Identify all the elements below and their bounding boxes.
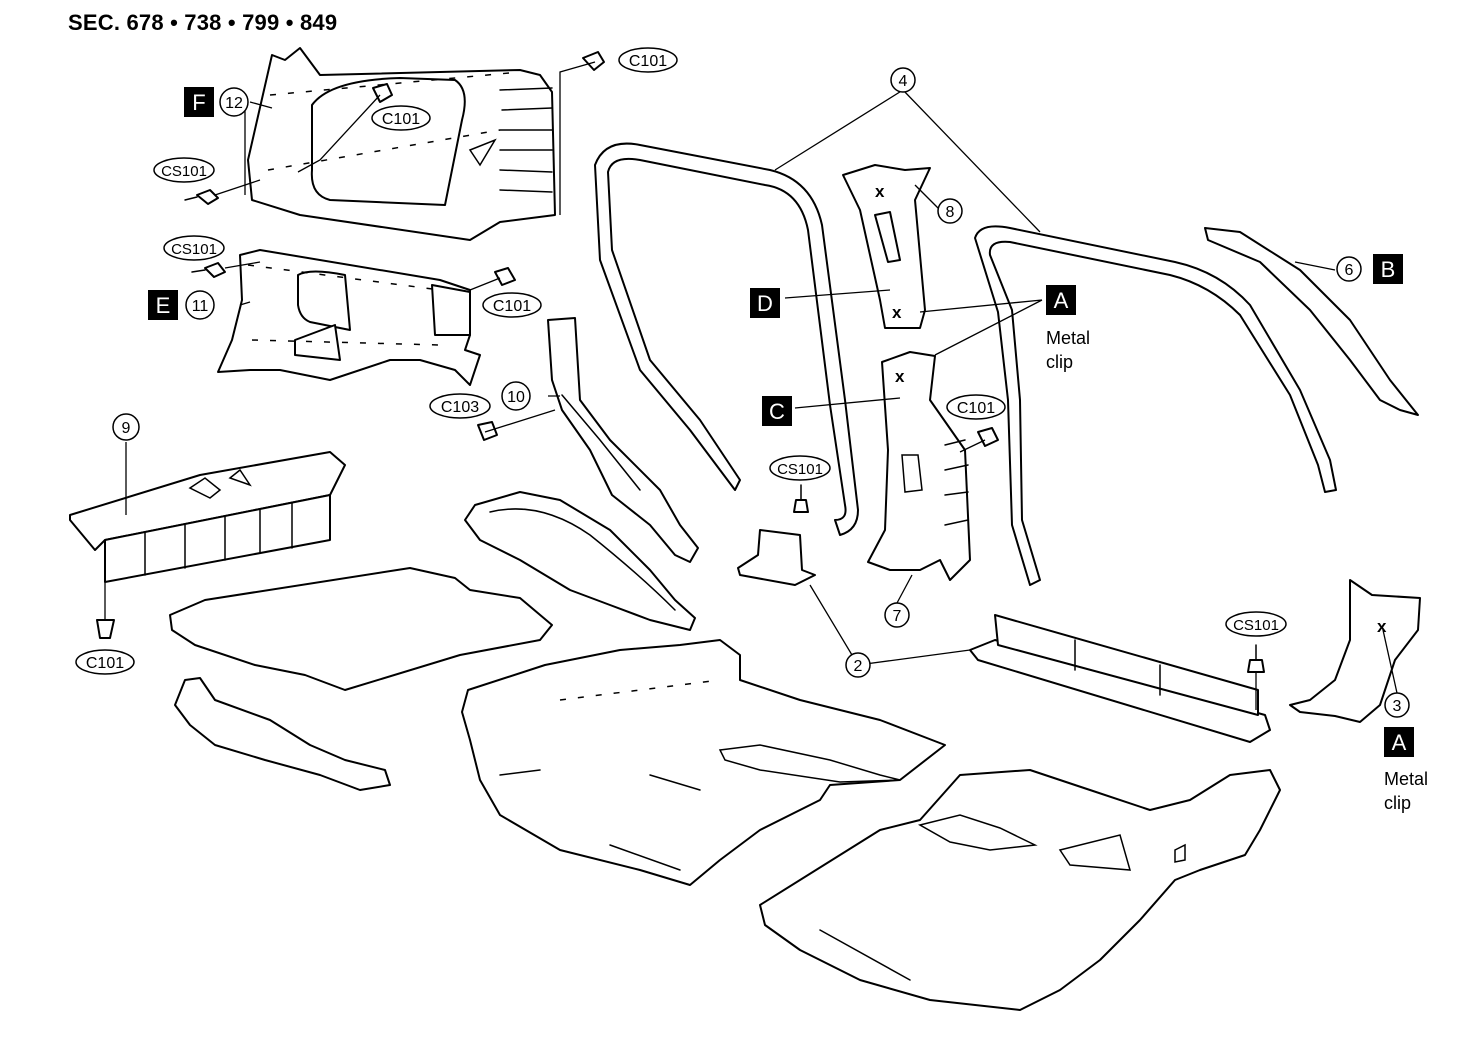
ref-letter-e: E — [148, 290, 178, 320]
reference-letters: F E D C A B A — [148, 87, 1414, 757]
svg-text:D: D — [757, 291, 773, 316]
part-callout-3: 3 — [1384, 692, 1410, 718]
svg-text:C: C — [769, 399, 785, 424]
clip-position-marks: x x x x — [875, 182, 1387, 636]
ref-letter-d: D — [750, 288, 780, 318]
part-callout-11: 11 — [185, 290, 215, 320]
part-callout-2: 2 — [845, 652, 871, 678]
svg-text:3: 3 — [1393, 698, 1402, 715]
svg-text:x: x — [892, 303, 902, 322]
front-pillar-garnish — [1204, 227, 1419, 416]
trunk-floor-mat — [169, 567, 553, 691]
svg-text:2: 2 — [854, 658, 863, 675]
svg-text:C101: C101 — [629, 53, 667, 70]
svg-text:B: B — [1381, 257, 1396, 282]
rear-quarter-lower-trim — [217, 249, 481, 386]
svg-text:10: 10 — [507, 389, 525, 406]
rear-parcel-shelf — [69, 451, 346, 583]
ref-letter-f: F — [184, 87, 214, 117]
svg-text:12: 12 — [225, 95, 243, 112]
svg-text:x: x — [1377, 617, 1387, 636]
svg-text:C101: C101 — [957, 400, 995, 417]
svg-text:C101: C101 — [493, 298, 531, 315]
leader-lines — [104, 61, 1398, 710]
svg-text:A: A — [1054, 288, 1069, 313]
trunk-side-lower-trim — [174, 677, 391, 791]
part-callouts: 2 3 4 6 7 8 9 10 11 12 — [112, 67, 1410, 718]
ref-letter-a-lower: A — [1384, 727, 1414, 757]
metal-clip-note-line2: clip — [1384, 793, 1412, 813]
svg-text:x: x — [895, 367, 905, 386]
section-title: SEC. 678 • 738 • 799 • 849 — [68, 10, 338, 35]
fastener-callout-c103: C103 — [429, 393, 491, 419]
front-door-weatherstrip — [974, 225, 1337, 586]
fastener-callout-c101-shelf: C101 — [75, 649, 135, 675]
fastener-callouts: C101 C101 CS101 CS101 C101 C103 C101 CS1… — [75, 47, 1287, 675]
svg-text:11: 11 — [192, 298, 209, 315]
metal-clip-note-line1: Metal — [1046, 328, 1091, 348]
svg-text:F: F — [192, 90, 205, 115]
fastener-callout-cs101-sill: CS101 — [1225, 611, 1287, 637]
fastener-callout-c101-pillar: C101 — [946, 394, 1006, 420]
fastener-callout-c101-upper: C101 — [371, 105, 431, 131]
front-kicking-plate — [1289, 579, 1421, 723]
rear-quarter-upper-trim — [247, 47, 556, 241]
ref-letter-a-upper: A — [1046, 285, 1076, 315]
svg-text:A: A — [1392, 730, 1407, 755]
svg-text:6: 6 — [1345, 262, 1354, 279]
svg-text:C101: C101 — [86, 655, 124, 672]
wheel-house-trim — [464, 491, 696, 631]
svg-text:CS101: CS101 — [161, 163, 207, 180]
part-callout-4: 4 — [890, 67, 916, 93]
svg-text:4: 4 — [899, 73, 908, 90]
svg-text:C101: C101 — [382, 111, 420, 128]
fastener-callout-cs101-upper: CS101 — [153, 157, 215, 183]
part-callout-8: 8 — [937, 198, 963, 224]
part-callout-10: 10 — [501, 381, 531, 411]
rear-kicking-plate — [737, 529, 1271, 743]
rear-floor-carpet — [461, 639, 946, 886]
part-callout-12: 12 — [219, 87, 249, 117]
metal-clip-note-upper: Metal clip — [1046, 326, 1090, 374]
part-callout-7: 7 — [884, 602, 910, 628]
svg-text:C103: C103 — [441, 399, 479, 416]
svg-text:7: 7 — [893, 608, 902, 625]
c-pillar-trim — [547, 317, 699, 563]
fastener-callout-c101-top: C101 — [618, 47, 678, 73]
part-callout-9: 9 — [112, 413, 140, 441]
svg-text:E: E — [156, 293, 171, 318]
metal-clip-note-line2: clip — [1046, 352, 1074, 372]
rear-door-weatherstrip — [594, 142, 859, 536]
fastener-callout-cs101-lower: CS101 — [163, 235, 225, 261]
ref-letter-b: B — [1373, 254, 1403, 284]
svg-text:x: x — [875, 182, 885, 201]
b-pillar-lower-trim — [867, 351, 971, 581]
svg-text:8: 8 — [946, 204, 955, 221]
part-callout-6: 6 — [1336, 256, 1362, 282]
metal-clip-note-lower: Metal clip — [1384, 767, 1428, 815]
b-pillar-upper-trim — [842, 164, 931, 329]
fastener-callout-c101-middle: C101 — [482, 292, 542, 318]
svg-text:CS101: CS101 — [777, 461, 823, 478]
svg-text:CS101: CS101 — [171, 241, 217, 258]
ref-letter-c: C — [762, 396, 792, 426]
svg-text:9: 9 — [122, 420, 131, 437]
metal-clip-note-line1: Metal — [1384, 769, 1429, 789]
front-floor-carpet — [759, 769, 1281, 1011]
svg-text:CS101: CS101 — [1233, 617, 1279, 634]
fastener-callout-cs101-plate: CS101 — [769, 455, 831, 481]
